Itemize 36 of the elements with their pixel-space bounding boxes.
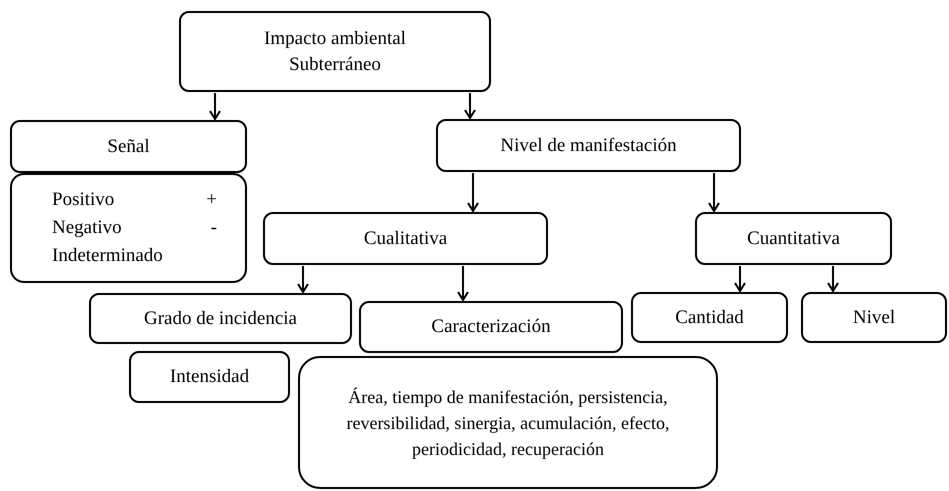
process-box — [89, 293, 352, 344]
box-label: Caracterización — [431, 315, 551, 339]
box-label: Cantidad — [675, 306, 744, 330]
box-label: Área, tiempo de manifestación, persistencia, reversibilidad, sinergia, acumulación, efecto, periodicidad, recuperación — [345, 386, 671, 461]
box-label: Intensidad — [170, 365, 250, 389]
process-box — [298, 356, 718, 489]
process-box — [436, 119, 741, 172]
arrow — [457, 266, 469, 301]
process-box — [359, 301, 623, 353]
list-box — [10, 173, 247, 283]
process-box — [801, 292, 947, 343]
process-box — [631, 292, 788, 343]
arrow — [827, 266, 839, 292]
process-box — [179, 11, 491, 92]
arrow — [734, 266, 746, 292]
box-label: Nivel — [852, 306, 896, 330]
list-item: Indeterminado — [52, 244, 164, 268]
process-box — [129, 351, 290, 403]
process-box — [263, 212, 548, 265]
arrow — [467, 173, 479, 212]
list-item: Negativo — [52, 216, 123, 240]
box-label: Señal — [107, 134, 150, 158]
arrow — [297, 266, 309, 293]
sign-text: + — [206, 188, 217, 212]
box-label: Grado de incidencia — [144, 306, 297, 330]
arrow — [209, 93, 221, 120]
box-label: Impacto ambiental Subterráneo — [263, 26, 407, 76]
box-label: Cuantitativa — [747, 226, 840, 250]
process-box — [695, 212, 892, 265]
arrow — [708, 173, 720, 212]
list-item: Positivo — [52, 188, 116, 212]
box-label: Nivel de manifestación — [500, 134, 677, 158]
process-box — [10, 120, 247, 173]
sign-text: - — [210, 216, 217, 240]
box-label: Cualitativa — [364, 226, 448, 250]
arrow — [464, 93, 476, 119]
